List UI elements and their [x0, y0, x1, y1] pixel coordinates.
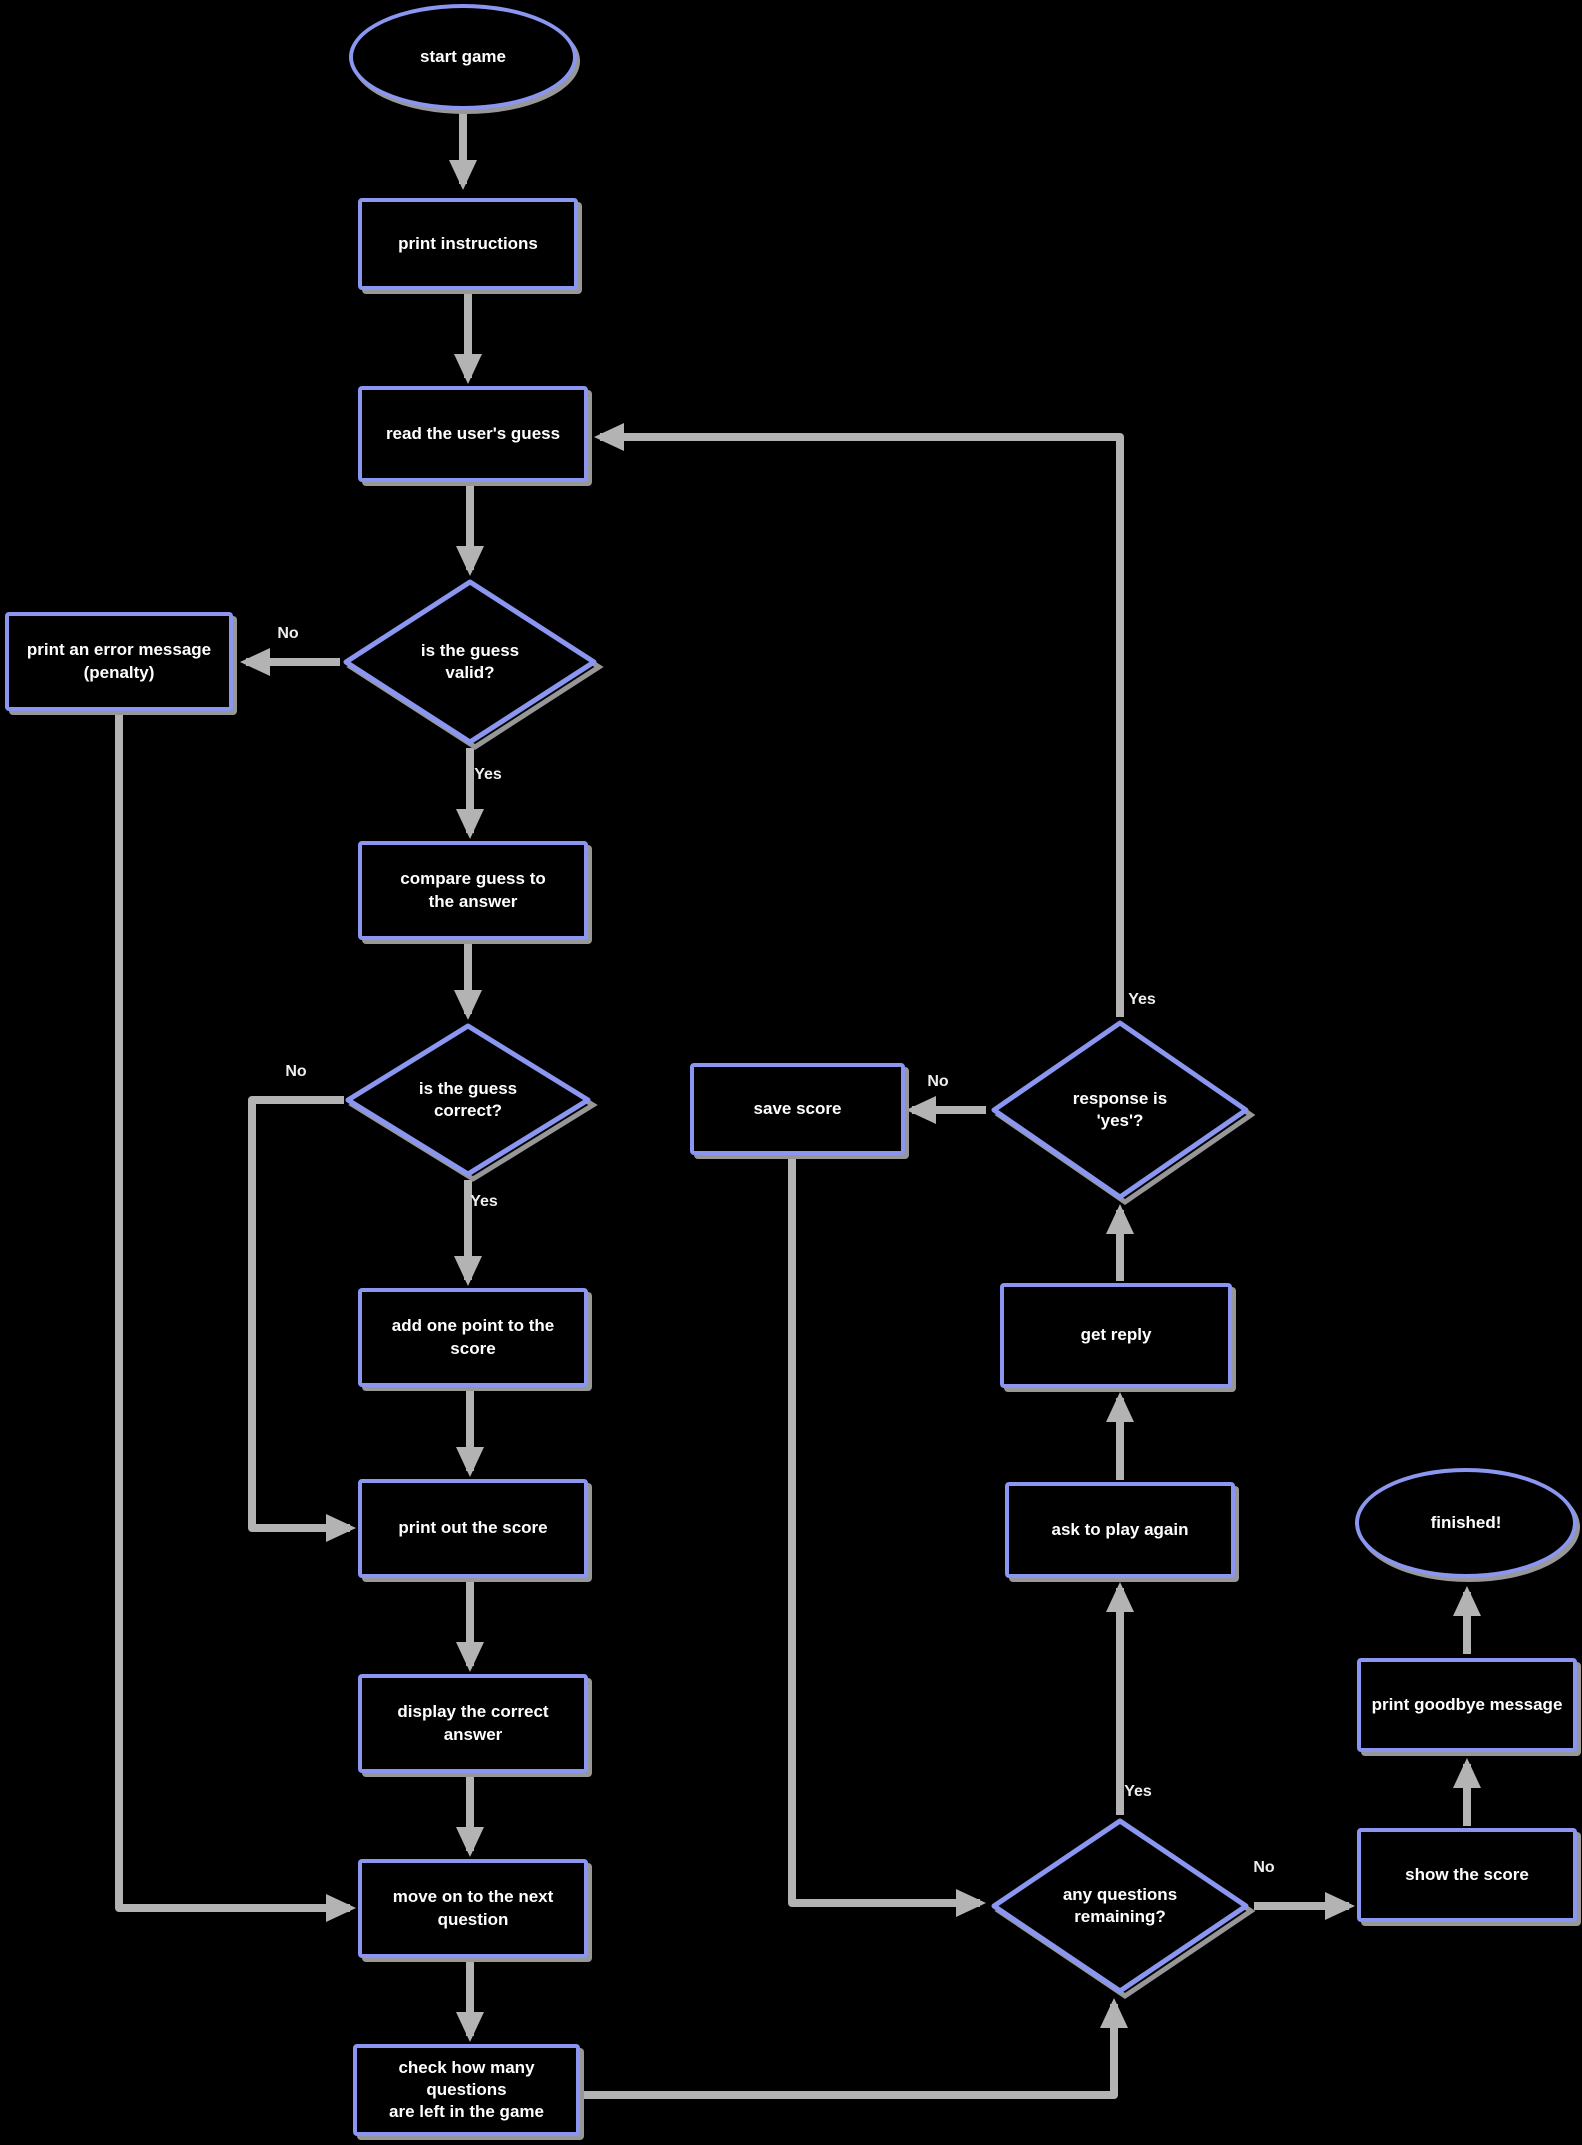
- node-label: print out the score: [398, 1518, 548, 1538]
- node-label-line: remaining?: [1074, 1907, 1166, 1926]
- node-label: start game: [420, 46, 506, 66]
- edge-label-no: No: [277, 625, 299, 642]
- decision-guess-valid: is the guess valid?: [340, 578, 604, 750]
- process-show-score: show the score: [1357, 1828, 1577, 1922]
- process-error-message: print an error message (penalty): [5, 612, 233, 711]
- node-label-line: score: [450, 1338, 496, 1358]
- decision-reply-yes: response is 'yes'?: [988, 1019, 1256, 1206]
- process-next-question: move on to the next question: [358, 1859, 588, 1958]
- node-label-line: is the guess: [420, 640, 520, 660]
- node-label: print instructions: [398, 233, 538, 253]
- decision-guess-correct: is the guess correct?: [342, 1022, 598, 1182]
- node-label-line: any questions: [1062, 1884, 1178, 1904]
- edge-label-no: No: [927, 1073, 949, 1090]
- process-print-score: print out the score: [358, 1479, 588, 1578]
- process-save-score: save score: [690, 1063, 905, 1155]
- diamond-shape: [991, 1818, 1256, 2000]
- edge-label-yes: Yes: [474, 766, 502, 783]
- process-print-instructions: print instructions: [358, 198, 578, 290]
- diamond-shape: [991, 1020, 1256, 1206]
- node-label-line: are left in the game: [389, 2102, 544, 2122]
- edge-label-yes: Yes: [1124, 1783, 1152, 1800]
- node-label-line: the answer: [428, 891, 518, 911]
- node-label-line: is the guess: [418, 1078, 518, 1098]
- node-label-line: response is: [1072, 1088, 1168, 1108]
- process-compare-guess: compare guess to the answer: [358, 841, 588, 940]
- node-label-line: 'yes'?: [1096, 1111, 1144, 1130]
- edge-label-yes: Yes: [1128, 991, 1156, 1008]
- process-check-remaining: check how many questions are left in the…: [353, 2044, 580, 2136]
- node-label-line: move on to the next: [392, 1887, 554, 1907]
- node-label-line: valid?: [445, 663, 495, 682]
- node-label: print goodbye message: [1371, 1694, 1563, 1714]
- edge-label-yes: Yes: [470, 1193, 498, 1210]
- decision-questions-remaining: any questions remaining?: [988, 1817, 1256, 2000]
- node-label: read the user's guess: [385, 423, 561, 443]
- node-label-line: question: [437, 1909, 509, 1929]
- process-add-point: add one point to the score: [358, 1288, 588, 1387]
- process-goodbye: print goodbye message: [1357, 1658, 1577, 1752]
- process-ask-play-again: ask to play again: [1005, 1482, 1235, 1578]
- node-label-line: check how many questions: [398, 2057, 535, 2099]
- node-label-line: answer: [443, 1724, 503, 1744]
- process-read-guess: read the user's guess: [358, 386, 588, 482]
- node-label: get reply: [1080, 1325, 1152, 1345]
- edge-label-no: No: [285, 1063, 307, 1080]
- process-get-reply: get reply: [1000, 1283, 1232, 1388]
- diamond-shape: [343, 579, 604, 750]
- node-label: show the score: [1405, 1864, 1529, 1884]
- node-label-line: print an error message: [26, 640, 212, 660]
- node-label-line: display the correct: [397, 1702, 549, 1722]
- node-label: ask to play again: [1051, 1519, 1189, 1539]
- node-label-line: (penalty): [83, 662, 155, 682]
- diamond-shape: [345, 1023, 598, 1182]
- terminator-end: finished!: [1355, 1468, 1577, 1578]
- terminator-start: start game: [349, 4, 577, 110]
- process-reveal-answer: display the correct answer: [358, 1674, 588, 1773]
- node-label: save score: [753, 1098, 842, 1118]
- edge-label-no: No: [1253, 1859, 1275, 1876]
- node-label-line: compare guess to: [400, 869, 546, 889]
- node-label: finished!: [1430, 1512, 1502, 1532]
- node-label-line: correct?: [433, 1101, 502, 1120]
- node-label-line: add one point to the: [391, 1316, 555, 1336]
